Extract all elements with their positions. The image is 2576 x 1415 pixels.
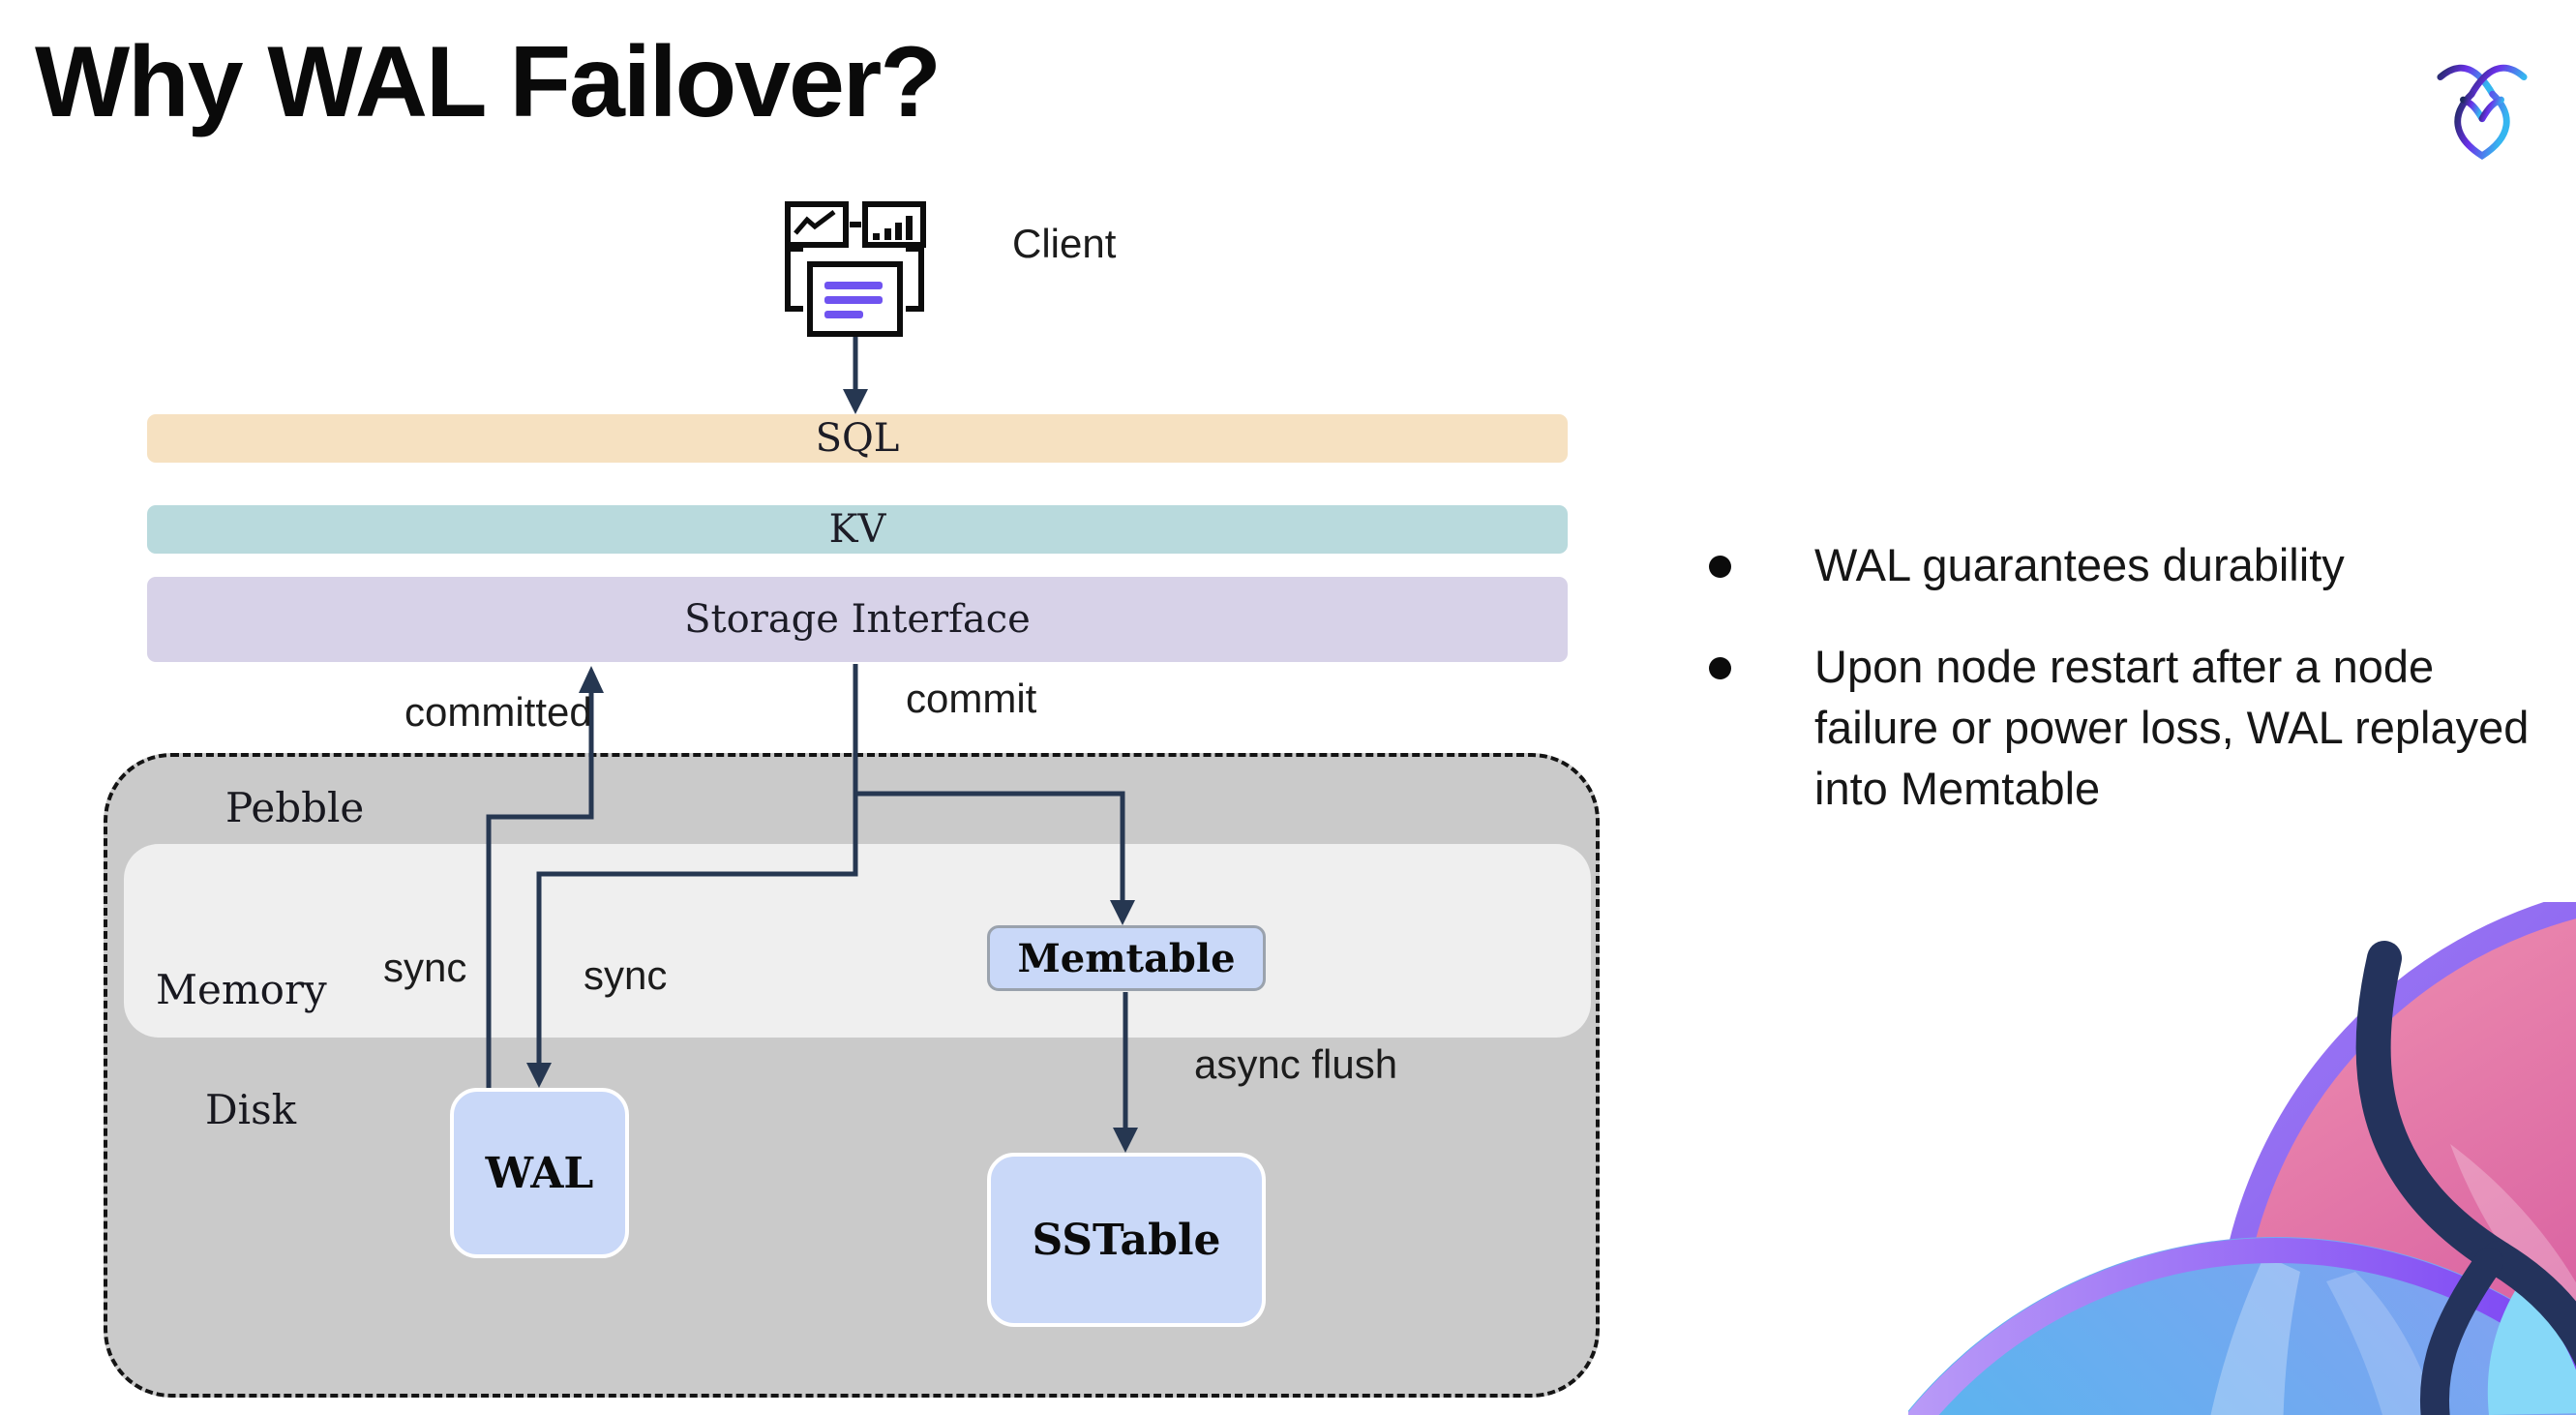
edge-label-commit: commit <box>906 676 1037 721</box>
cockroachdb-logo-icon <box>2435 46 2530 163</box>
bar-chart-icon <box>862 201 926 248</box>
line-chart-icon <box>785 201 849 248</box>
wal-label: WAL <box>485 1148 594 1198</box>
sstable-node: SSTable <box>987 1153 1266 1327</box>
left-bracket-icon <box>785 246 803 312</box>
layer-bar-kv: KV <box>147 505 1568 554</box>
pebble-label: Pebble <box>225 784 365 831</box>
client-label: Client <box>1012 221 1117 266</box>
bullet-list: WAL guarantees durability Upon node rest… <box>1688 534 2539 859</box>
layer-storage-label: Storage Interface <box>684 597 1031 642</box>
memtable-node: Memtable <box>987 925 1266 991</box>
edge-label-sync-2: sync <box>584 952 668 998</box>
right-bracket-icon <box>906 246 924 312</box>
memory-label: Memory <box>156 966 327 1013</box>
bullet-text: Upon node restart after a node failure o… <box>1814 641 2530 814</box>
layer-bar-sql: SQL <box>147 414 1568 463</box>
bullet-text: WAL guarantees durability <box>1814 539 2345 590</box>
page-title: Why WAL Failover? <box>35 26 942 138</box>
bullet-dot-icon <box>1709 556 1731 578</box>
edge-label-sync-1: sync <box>383 945 467 990</box>
cockroachdb-brand-illustration <box>1908 902 2576 1415</box>
client-workstation-icon <box>780 196 929 342</box>
wal-node: WAL <box>450 1088 629 1258</box>
memtable-label: Memtable <box>1017 935 1236 981</box>
layer-sql-label: SQL <box>815 416 900 461</box>
document-text-lines <box>824 282 883 318</box>
layer-kv-label: KV <box>828 507 886 552</box>
layer-bar-storage-interface: Storage Interface <box>147 577 1568 662</box>
bullet-item: WAL guarantees durability <box>1688 534 2539 595</box>
edge-label-committed: committed <box>404 689 592 735</box>
edge-label-async-flush: async flush <box>1194 1041 1398 1087</box>
memory-region <box>124 844 1591 1038</box>
bullet-item: Upon node restart after a node failure o… <box>1688 636 2539 819</box>
sstable-label: SSTable <box>1032 1215 1221 1265</box>
bullet-dot-icon <box>1709 657 1731 679</box>
disk-label: Disk <box>205 1086 297 1133</box>
